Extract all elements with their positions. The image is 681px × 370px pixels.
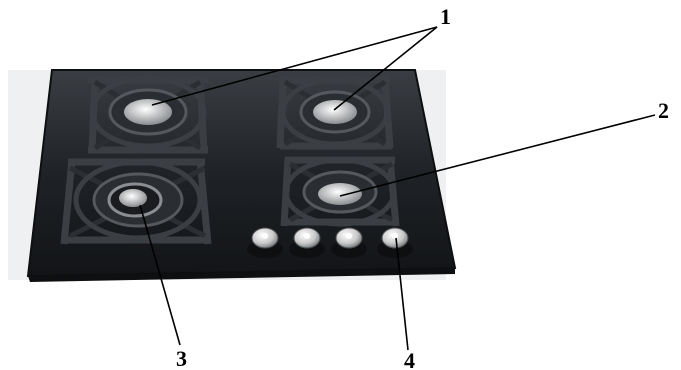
control-knobs: [247, 227, 413, 258]
leader-line-1b: [333, 26, 438, 111]
control-knob-2-icon: [289, 227, 325, 258]
burner-bottom-left-icon: [60, 158, 212, 245]
leader-line-2: [339, 114, 656, 197]
callout-label-4: 4: [404, 348, 415, 370]
leader-line-3: [139, 204, 181, 346]
leader-line-1a: [151, 26, 438, 106]
callout-label-3: 3: [176, 346, 187, 370]
control-knob-4-icon: [377, 227, 413, 258]
control-knob-1-icon: [247, 227, 283, 258]
leader-lines: [139, 26, 656, 351]
control-knob-3-icon: [331, 227, 367, 258]
burner-top-right-icon: [276, 76, 394, 150]
callout-label-1: 1: [440, 4, 451, 29]
callout-label-2: 2: [658, 98, 669, 123]
burner-bottom-right-icon: [280, 156, 400, 227]
leader-line-4: [395, 237, 409, 351]
